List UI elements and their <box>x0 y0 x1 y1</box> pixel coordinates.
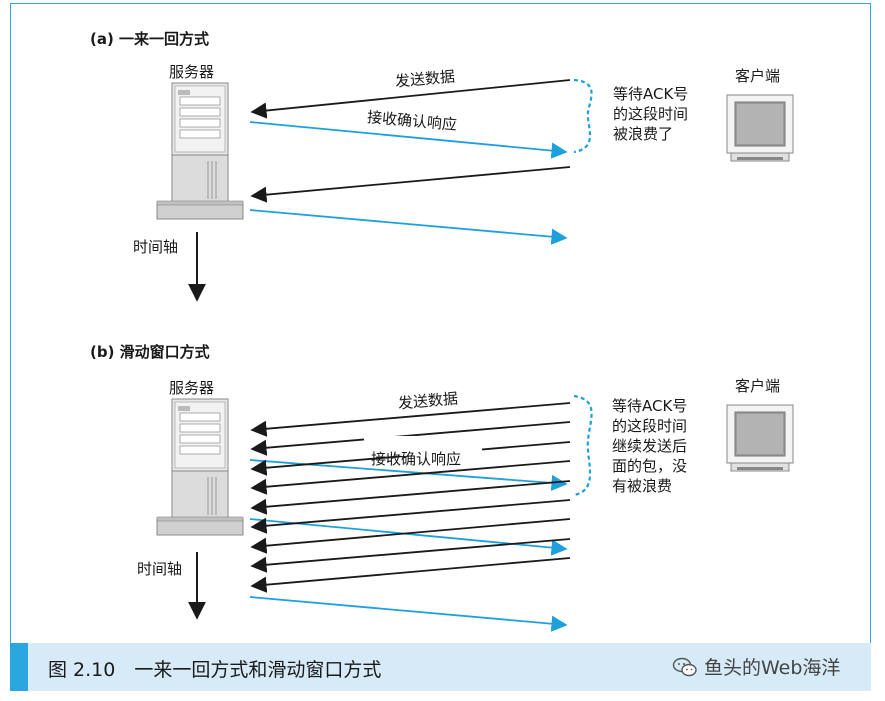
panel-a-title: (a) 一来一回方式 <box>90 30 210 48</box>
note-line: 等待ACK号 <box>613 85 689 103</box>
watermark-text: 鱼头的Web海洋 <box>704 657 841 679</box>
time-axis-label: 时间轴 <box>133 238 179 256</box>
client-label: 客户端 <box>735 67 781 85</box>
data-arrow <box>250 538 571 573</box>
wait-bracket <box>573 78 593 154</box>
data-arrow <box>250 79 571 119</box>
note-line: 继续发送后 <box>612 437 688 455</box>
server-label: 服务器 <box>169 63 215 81</box>
note-line: 等待ACK号 <box>612 397 688 415</box>
panel-b-title: (b) 滑动窗口方式 <box>90 343 210 361</box>
server-label: 服务器 <box>169 379 215 397</box>
ack-label: 接收确认响应 <box>371 450 462 468</box>
figure-frame <box>10 3 871 643</box>
data-arrow <box>250 402 571 437</box>
note-line: 有被浪费 <box>612 477 673 495</box>
data-arrow <box>250 421 571 456</box>
note-line: 的这段时间 <box>612 417 688 435</box>
label-backdrop <box>364 436 482 456</box>
data-arrow <box>250 518 571 554</box>
data-arrow <box>250 499 571 534</box>
data-arrow <box>250 557 571 593</box>
wait-note: 等待ACK号 的这段时间 继续发送后 面的包，没 有被浪费 <box>612 396 687 496</box>
figure-caption: 图 2.10 一来一回方式和滑动窗口方式 <box>48 659 382 681</box>
wechat-icon <box>672 657 697 676</box>
caption-bar <box>10 643 871 691</box>
note-line: 被浪费了 <box>613 125 674 143</box>
client-icon <box>726 404 794 472</box>
wait-note: 等待ACK号 的这段时间 被浪费了 <box>613 84 688 144</box>
data-arrow <box>250 480 571 515</box>
ack-arrow <box>249 209 568 245</box>
note-line: 面的包，没 <box>612 457 688 475</box>
ack-arrow <box>249 596 568 632</box>
data-arrow <box>250 166 571 203</box>
server-icon <box>156 82 244 220</box>
caption-accent <box>10 643 28 691</box>
wait-bracket <box>573 394 593 497</box>
client-label: 客户端 <box>735 377 781 395</box>
data-arrow <box>250 460 571 495</box>
time-axis-label: 时间轴 <box>137 560 183 578</box>
panel-b <box>156 394 794 632</box>
watermark: 鱼头的Web海洋 <box>672 653 840 680</box>
server-icon <box>156 398 244 536</box>
client-icon <box>726 94 794 162</box>
note-line: 的这段时间 <box>613 105 689 123</box>
panel-a <box>156 78 794 302</box>
ack-arrow <box>249 121 568 159</box>
